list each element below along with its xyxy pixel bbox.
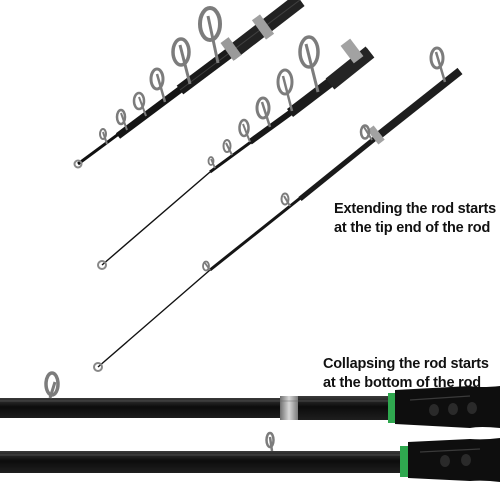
- rod-extending-middle: [97, 35, 375, 270]
- collapse-caption: Collapsing the rod starts at the bottom …: [323, 355, 489, 393]
- rod-collapsed-tip: [73, 0, 305, 169]
- extend-caption: Extending the rod starts at the tip end …: [334, 200, 496, 238]
- rod-butt-section-lower: [0, 431, 500, 482]
- rod-extended-tip: [93, 46, 463, 372]
- collapse-caption-line-1: Collapsing the rod starts: [323, 356, 489, 372]
- extend-caption-line-1: Extending the rod starts: [334, 201, 496, 217]
- collapse-caption-line-2: at the bottom of the rod: [323, 375, 481, 391]
- rod-butt-section-upper: [0, 371, 500, 428]
- extend-caption-line-2: at the tip end of the rod: [334, 220, 491, 236]
